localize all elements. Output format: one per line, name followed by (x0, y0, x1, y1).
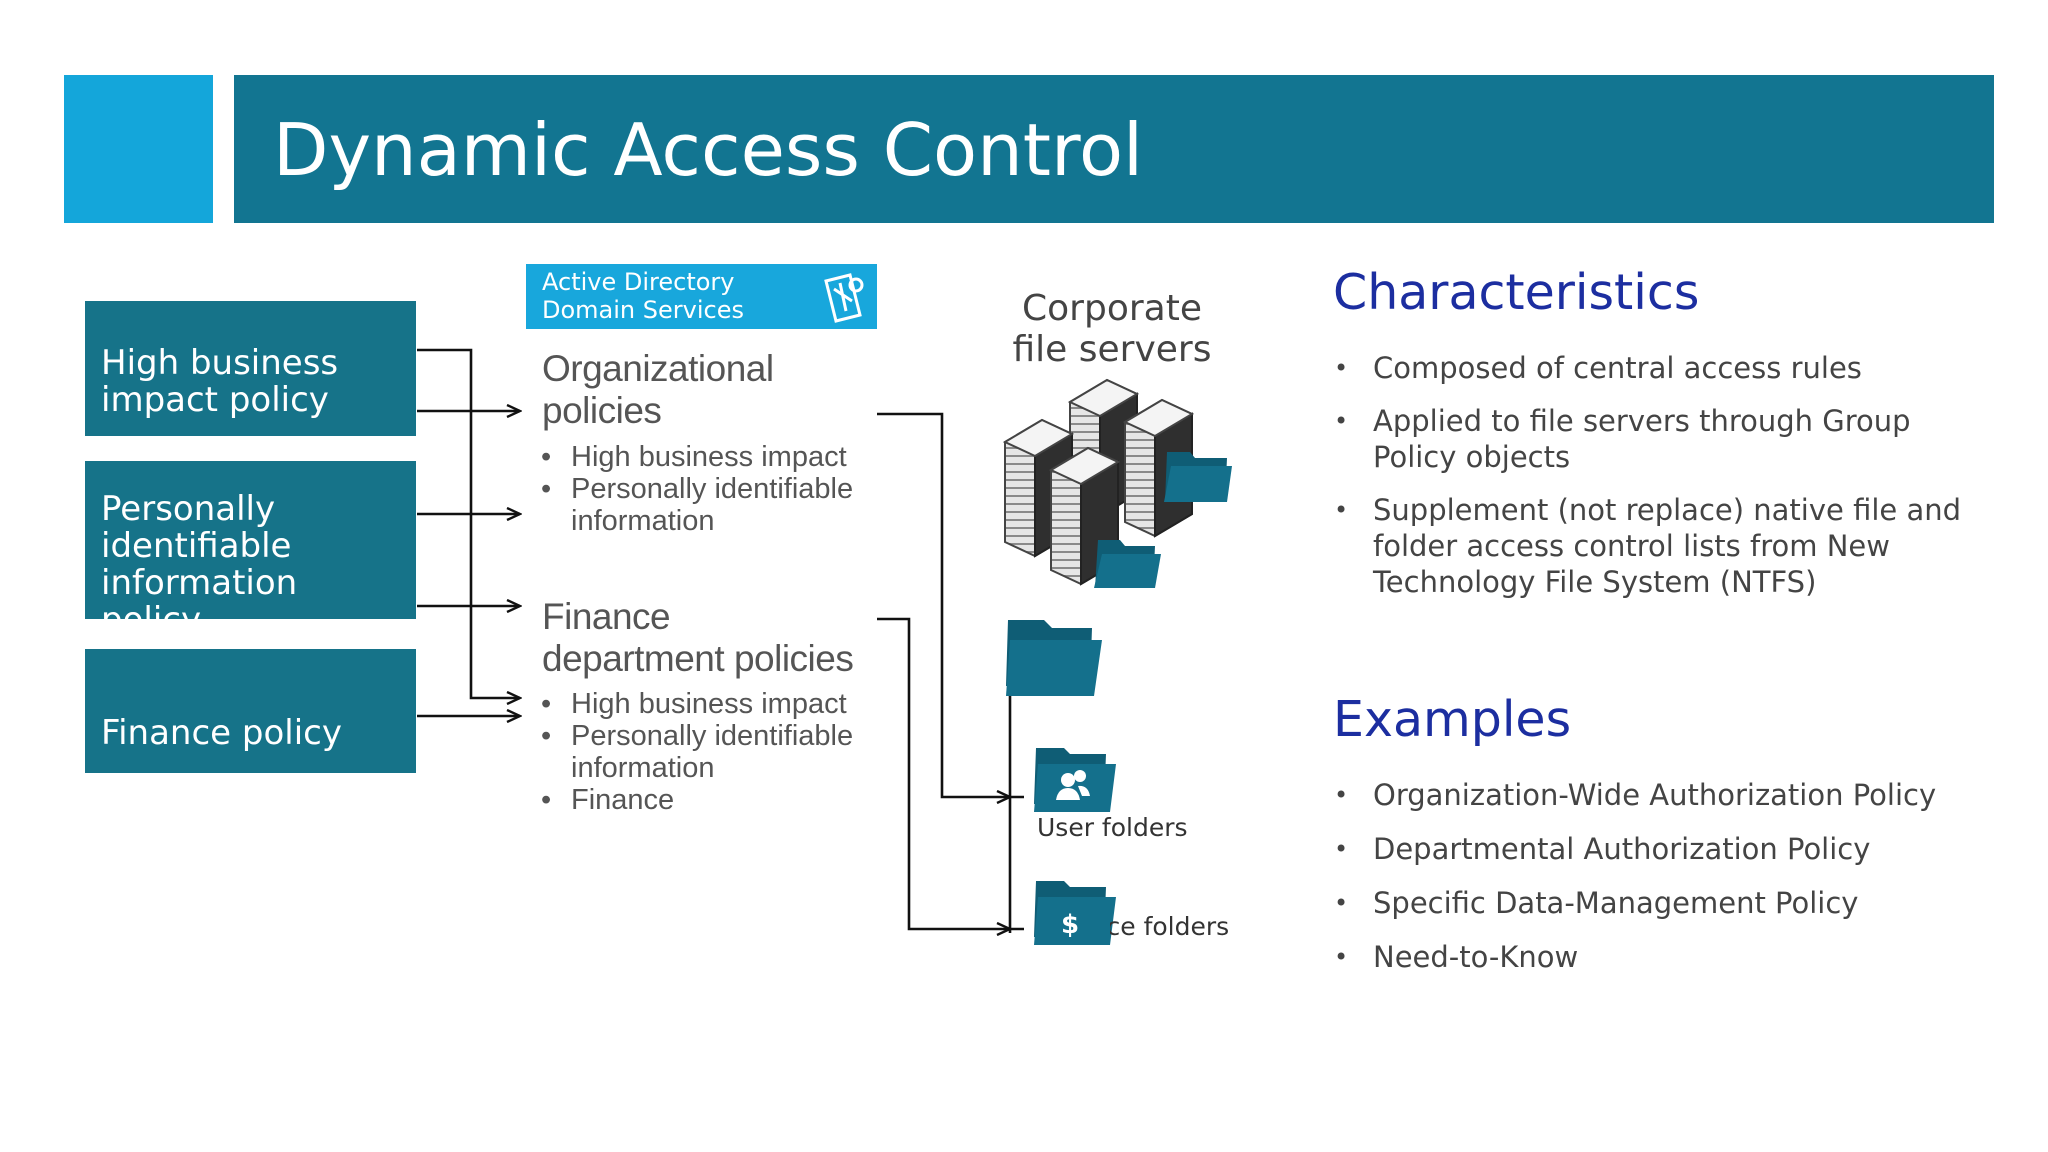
org-title-line2: policies (542, 390, 662, 431)
policy-label: High business impact policy (101, 343, 339, 420)
finance-folder-icon: $ (1034, 881, 1116, 945)
list-item: Personally identifiable information (541, 720, 881, 784)
list-item: Specific Data-Management Policy (1334, 885, 2014, 921)
policy-box-pii: Personally identifiable information poli… (85, 461, 416, 639)
list-item: Composed of central access rules (1334, 350, 1974, 386)
policy-label: Finance policy (101, 713, 342, 753)
characteristics-list: Composed of central access rules Applied… (1334, 350, 1974, 600)
ad-banner-line1: Active Directory (542, 268, 735, 296)
folder-icon (1006, 620, 1102, 696)
folder-icon (1094, 540, 1161, 588)
list-item: High business impact (541, 441, 881, 473)
ad-banner-line2: Domain Services (542, 296, 744, 324)
arrow-hbi-to-org (417, 348, 520, 698)
arrow-org-to-user-folders (877, 412, 1010, 797)
org-policies-list: High business impact Personally identifi… (541, 441, 881, 537)
dollar-icon: $ (1061, 910, 1079, 940)
file-servers-graphic (1002, 378, 1232, 588)
finance-folders-label: Finance folders (1040, 912, 1230, 941)
fin-title-line1: Finance (542, 596, 671, 637)
folder-tree-line (1008, 690, 1024, 933)
policy-label: Personally identifiable information poli… (101, 489, 298, 640)
list-item: Applied to file servers through Group Po… (1334, 403, 1974, 475)
list-item: High business impact (541, 688, 881, 720)
fin-title-line2: department policies (542, 638, 854, 679)
examples-heading: Examples (1333, 691, 1572, 748)
list-item: Supplement (not replace) native file and… (1334, 492, 1974, 600)
finance-policies-list: High business impact Personally identifi… (541, 688, 881, 816)
user-folder-icon (1034, 748, 1116, 812)
list-item: Organization-Wide Authorization Policy (1334, 777, 2014, 813)
servers-label-line1: Corporate (1022, 288, 1202, 329)
org-policies-title: Organizational policies (542, 348, 774, 432)
folder-icon (1164, 452, 1232, 502)
users-icon (1056, 770, 1090, 800)
title-bar (234, 75, 1994, 223)
policy-box-finance: Finance policy (85, 649, 416, 773)
servers-label: Corporate file servers (1012, 288, 1212, 370)
examples-list: Organization-Wide Authorization Policy D… (1334, 777, 2014, 975)
active-directory-icon (824, 273, 864, 323)
list-item: Need-to-Know (1334, 939, 2014, 975)
org-title-line1: Organizational (542, 348, 774, 389)
servers-label-line2: file servers (1012, 329, 1212, 370)
list-item: Departmental Authorization Policy (1334, 831, 2014, 867)
policy-box-high-business-impact: High business impact policy (85, 301, 416, 436)
user-folders-label: User folders (1037, 813, 1188, 842)
finance-policies-title: Finance department policies (542, 596, 854, 680)
characteristics-heading: Characteristics (1333, 264, 1700, 321)
slide-title: Dynamic Access Control (273, 108, 1144, 192)
list-item: Personally identifiable information (541, 473, 881, 537)
active-directory-banner: Active Directory Domain Services (526, 264, 877, 329)
header-accent-square (64, 75, 213, 223)
arrow-fin-to-finance-folders (877, 617, 1010, 929)
list-item: Finance (541, 784, 881, 816)
